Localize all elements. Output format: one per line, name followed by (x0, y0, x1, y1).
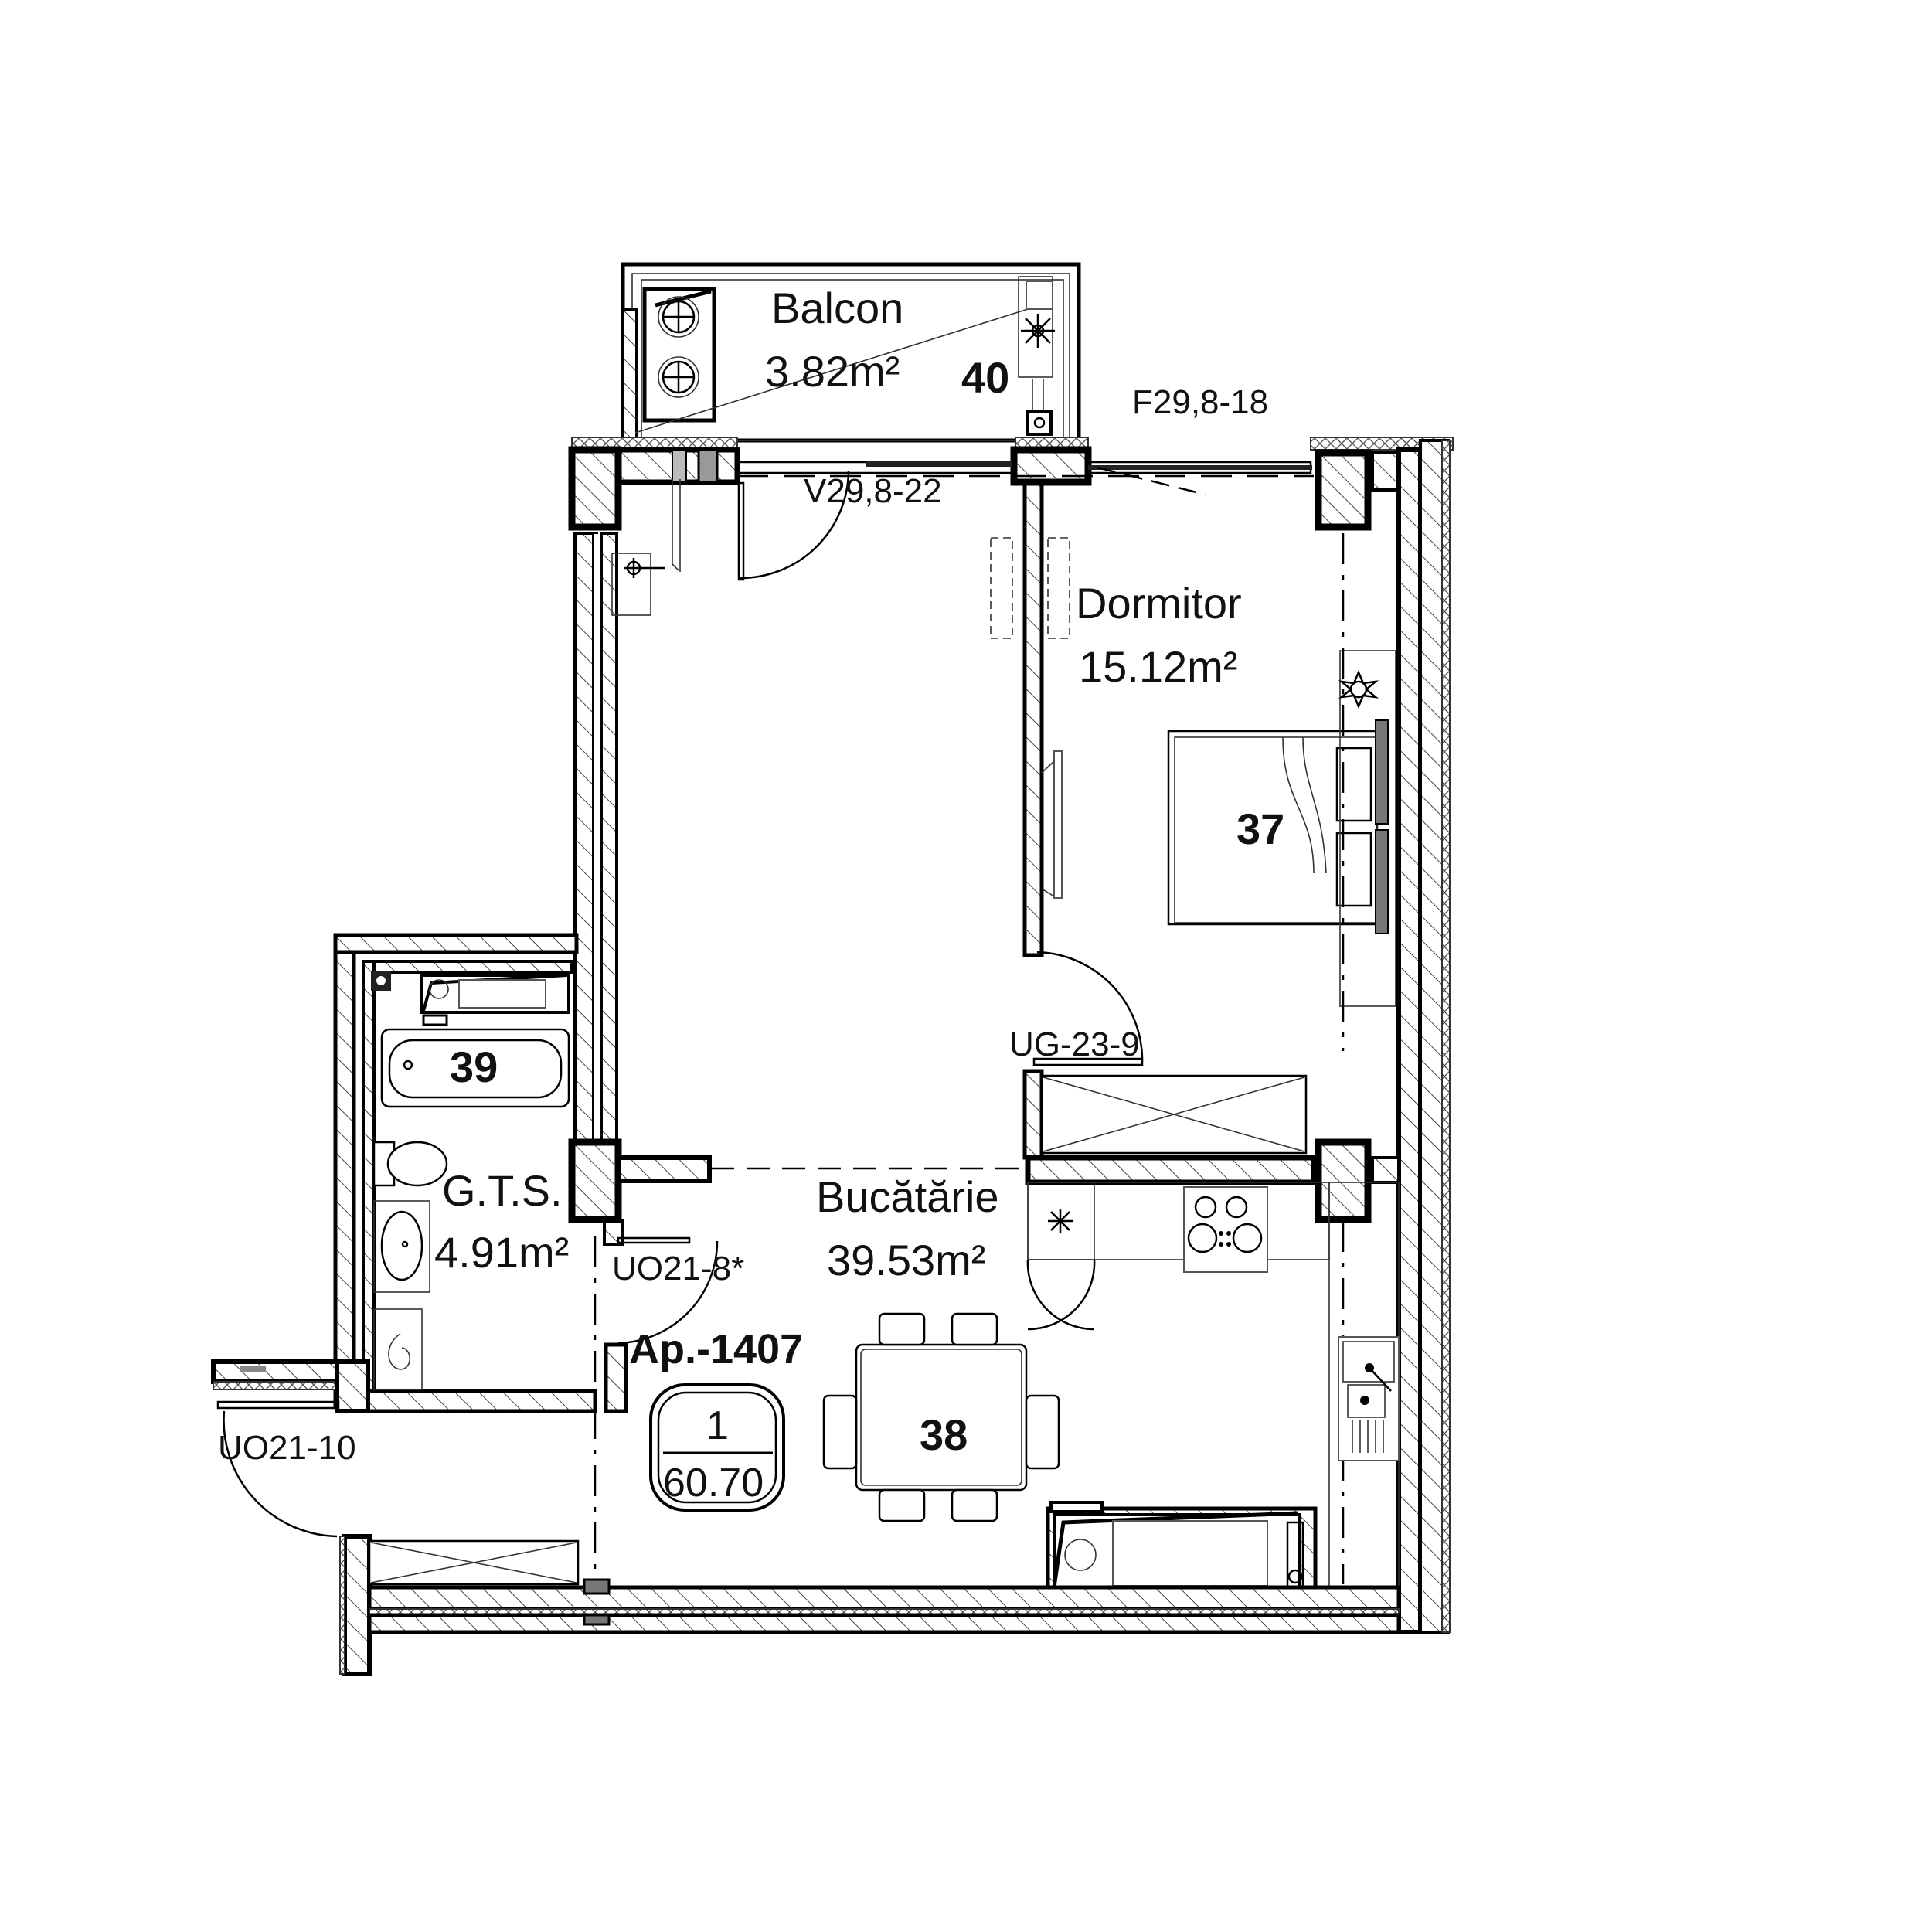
wardrobe (1040, 1074, 1308, 1155)
entrance-door[interactable]: UO21-10 (218, 1410, 356, 1538)
badge-apartment-index: 1 (706, 1403, 729, 1448)
kitchen-counter (1026, 1182, 1400, 1594)
room-area-bucatarie: 39.53m² (827, 1236, 985, 1284)
room-number-bucatarie: 38 (920, 1410, 968, 1459)
door-code-entrance-door: UO21-10 (218, 1429, 356, 1467)
room-name-balcon: Balcon (771, 284, 903, 332)
bathroom-door[interactable]: UO21-8* (603, 1219, 744, 1345)
door-code-bathroom-door: UO21-8* (612, 1250, 744, 1287)
room-area-dormitor: 15.12m² (1079, 642, 1237, 691)
cooktop-icon (1183, 1186, 1268, 1273)
room-number-dormitor: 37 (1236, 804, 1284, 853)
balcony-door[interactable]: V29,8-22 (737, 471, 942, 581)
top-wall (571, 437, 1454, 531)
room-name-dormitor: Dormitor (1076, 579, 1242, 628)
flower-icon (1338, 669, 1379, 709)
living-left-wall (568, 446, 681, 1153)
room-area-gts: 4.91m² (434, 1228, 569, 1277)
entrance-area (211, 1236, 597, 1676)
door-code-bedroom-door: UG-23-9 (1009, 1026, 1140, 1063)
window-code-balcony-window: F29,8-18 (1132, 383, 1268, 421)
room-number-gts: 39 (450, 1043, 498, 1091)
room-name-bucatarie: Bucătărie (816, 1172, 999, 1221)
door-code-balcony-door: V29,8-22 (804, 472, 942, 510)
bottom-wall (367, 1578, 1401, 1634)
bathroom: 39 G.T.S. 4.91m² (333, 933, 628, 1413)
utility-closet (1046, 1501, 1318, 1591)
badge-total-area: 60.70 (663, 1461, 764, 1505)
bedroom-partition (990, 481, 1070, 1160)
apartment-label: Ap.-1407 (629, 1326, 803, 1372)
room-area-balcon: 3.82m² (765, 347, 900, 396)
room-number-balcon: 40 (961, 353, 1009, 402)
right-wall (1396, 439, 1451, 1634)
bed: 37 (1167, 650, 1396, 1007)
ventilation-icon (642, 287, 716, 423)
room-name-gts: G.T.S. (442, 1166, 563, 1215)
bedroom-door[interactable]: UG-23-9 (1009, 951, 1144, 1066)
sink-icon (1338, 1336, 1400, 1461)
dining-table: 38 (822, 1312, 1060, 1522)
snowflake-icon (1018, 276, 1055, 436)
apartment-badge: 1 60.70 (649, 1383, 785, 1512)
balcony: Balcon 3.82m² 40 (621, 262, 1081, 443)
